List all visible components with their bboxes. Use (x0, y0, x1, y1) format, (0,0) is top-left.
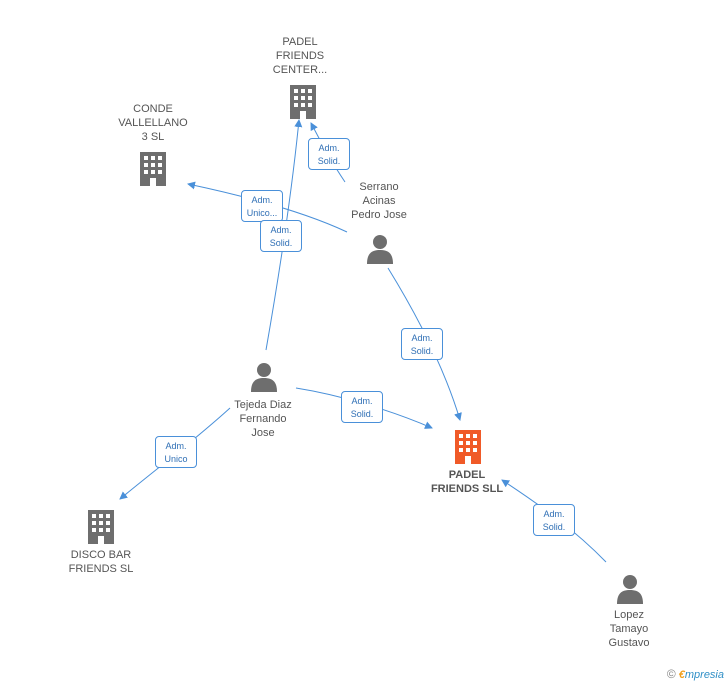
node-label: PADEL FRIENDS CENTER... (272, 36, 328, 76)
node-label: CONDE VALLELLANO 3 SL (118, 103, 188, 143)
node-serrano-acinas[interactable]: Serrano Acinas Pedro Jose (336, 180, 422, 264)
person-icon (251, 363, 277, 392)
node-padel-friends-center[interactable]: PADEL FRIENDS CENTER... (255, 35, 345, 119)
company-icon (88, 510, 114, 544)
edge-label-serrano-center[interactable]: Adm. Solid. (308, 138, 350, 170)
node-padel-friends-sll[interactable]: PADEL FRIENDS SLL (420, 428, 514, 496)
edge-label-serrano-conde[interactable]: Adm. Unico... (241, 190, 283, 222)
brand-name: mpresia (684, 669, 724, 681)
edge-label-tejeda-disco[interactable]: Adm. Unico (155, 436, 197, 468)
copyright-symbol: © (666, 667, 676, 681)
edge-label-tejeda-sll[interactable]: Adm. Solid. (341, 391, 383, 423)
company-icon (140, 152, 166, 186)
node-disco-bar-friends[interactable]: DISCO BAR FRIENDS SL (58, 508, 144, 576)
node-label: Lopez Tamayo Gustavo (608, 609, 650, 649)
edge-label-lopez-sll[interactable]: Adm. Solid. (533, 504, 575, 536)
node-tejeda-diaz[interactable]: Tejeda Diaz Fernando Jose (220, 362, 306, 440)
company-icon (455, 430, 481, 464)
edge-label-serrano-sll[interactable]: Adm. Solid. (401, 328, 443, 360)
person-icon (617, 575, 643, 604)
node-label: Tejeda Diaz Fernando Jose (234, 399, 292, 439)
person-icon (367, 235, 393, 264)
company-icon (290, 85, 316, 119)
copyright-brand: ©€mpresia (667, 667, 724, 681)
brand-logo-letter: € (678, 669, 685, 681)
node-label: Serrano Acinas Pedro Jose (351, 181, 407, 221)
edge-label-tejeda-center[interactable]: Adm. Solid. (260, 220, 302, 252)
node-lopez-tamayo[interactable]: Lopez Tamayo Gustavo (586, 574, 672, 650)
node-label: PADEL FRIENDS SLL (430, 469, 504, 495)
node-conde-vallellano[interactable]: CONDE VALLELLANO 3 SL (110, 102, 196, 186)
node-label: DISCO BAR FRIENDS SL (68, 549, 134, 575)
